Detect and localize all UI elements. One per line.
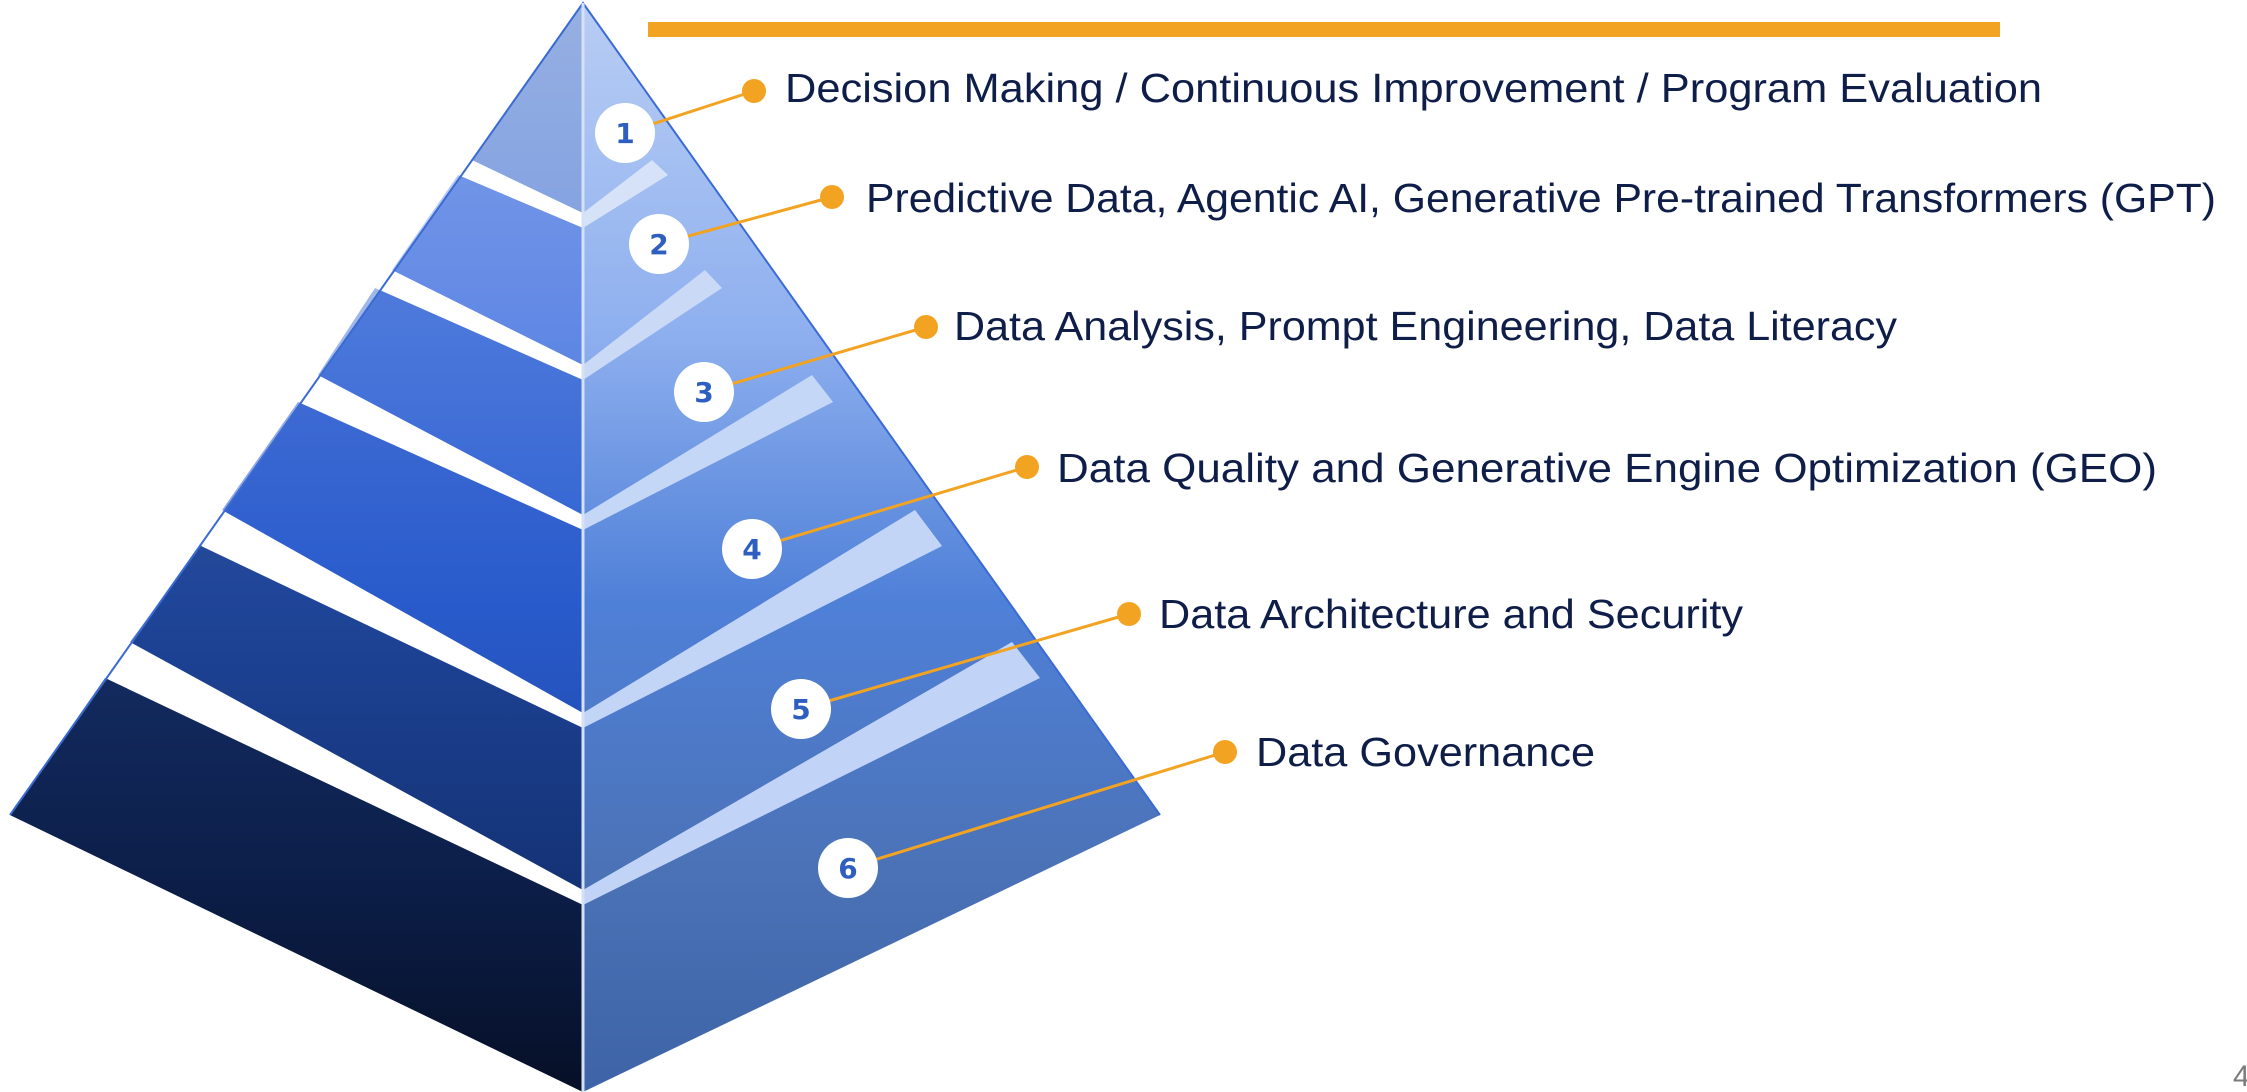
- tier-badge-4: 4: [722, 519, 782, 579]
- tier-number-5: 5: [791, 693, 810, 726]
- connector-dot-4: [1015, 455, 1039, 479]
- connector-dot-1: [742, 79, 766, 103]
- tier-badge-1: 1: [595, 103, 655, 163]
- tier-badge-3: 3: [674, 362, 734, 422]
- tier-label-6: Data Governance: [1256, 729, 1595, 775]
- layer-shading: [10, 3, 583, 1092]
- connector-dot-6: [1213, 740, 1237, 764]
- connectors: [624, 89, 1226, 870]
- connector-dot-5: [1117, 602, 1141, 626]
- connector-4: [751, 465, 1028, 551]
- connector-6: [847, 750, 1226, 870]
- connector-dot-2: [820, 185, 844, 209]
- page-number: 4: [2233, 1062, 2247, 1092]
- connector-5: [800, 612, 1130, 711]
- connector-3: [703, 325, 927, 394]
- tier-number-6: 6: [838, 852, 857, 885]
- connector-dot-3: [914, 315, 938, 339]
- connector-dots: [742, 79, 1237, 764]
- tier-number-4: 4: [742, 533, 761, 566]
- tier-label-4: Data Quality and Generative Engine Optim…: [1057, 445, 2157, 491]
- tier-label-5: Data Architecture and Security: [1159, 591, 1744, 637]
- tier-label-1: Decision Making / Continuous Improvement…: [785, 65, 2042, 111]
- tier-label-2: Predictive Data, Agentic AI, Generative …: [866, 175, 2216, 221]
- accent-bar: [648, 22, 2000, 37]
- tier-number-2: 2: [649, 228, 668, 261]
- tier-number-1: 1: [615, 117, 634, 150]
- tier-label-3: Data Analysis, Prompt Engineering, Data …: [954, 303, 1898, 349]
- tier-number-3: 3: [694, 376, 713, 409]
- tier-badge-6: 6: [818, 838, 878, 898]
- layer-gaps: [105, 160, 1040, 905]
- tier-badge-5: 5: [771, 679, 831, 739]
- tier-badge-2: 2: [629, 214, 689, 274]
